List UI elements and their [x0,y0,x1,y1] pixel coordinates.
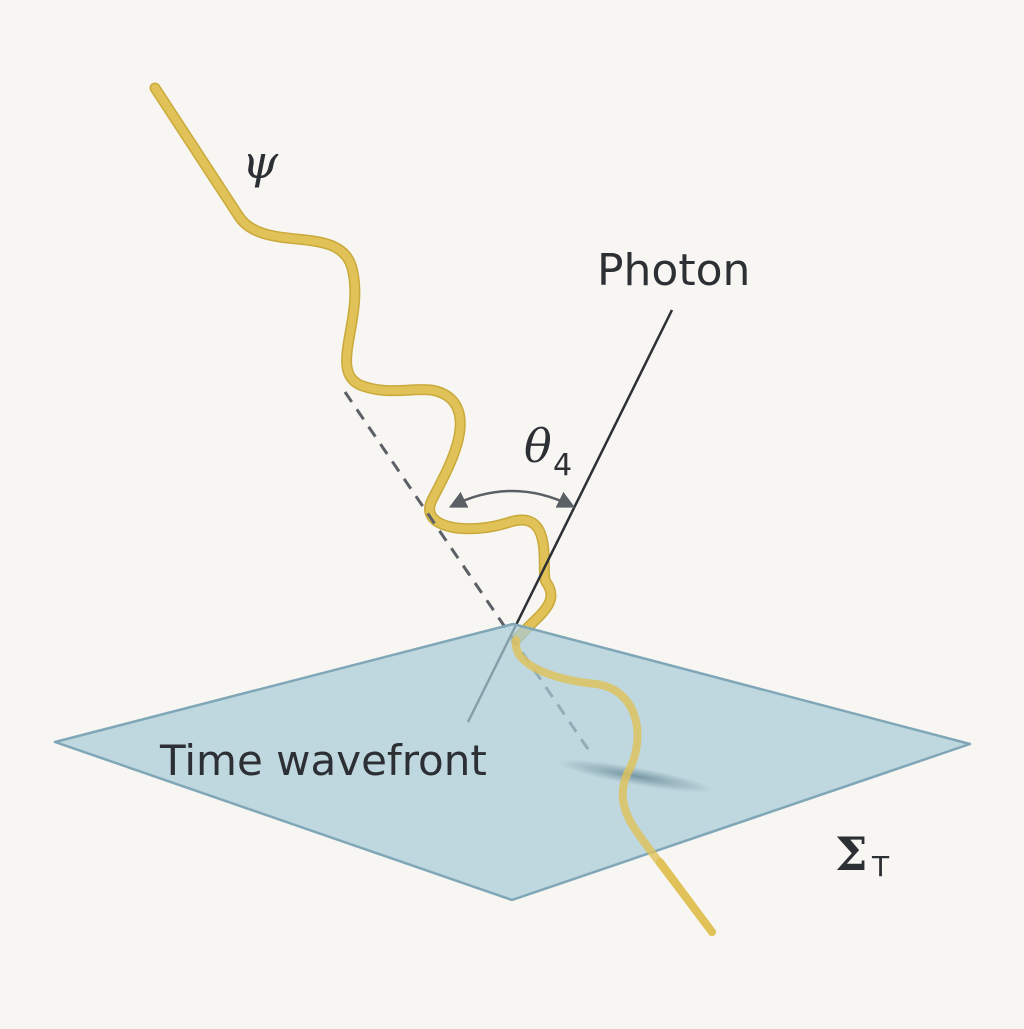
time-wavefront-plane [53,622,972,902]
wave-lower [511,636,716,936]
theta-symbol: θ [524,419,552,473]
time-wavefront-label: Time wavefront [159,736,487,785]
sigma-symbol: Σ [835,827,868,881]
theta-angle-arc [448,489,576,508]
wave-upper [151,84,555,644]
theta-label: θ 4 [524,419,572,483]
sigma-subscript: T [871,850,890,883]
wave-upper-edge [149,82,557,646]
wave-tail [656,858,716,936]
theta-subscript: 4 [553,448,572,483]
sigma-label: Σ T [835,827,890,883]
photon-label: Photon [597,245,750,296]
psi-label: ψ [242,135,279,189]
plane-shadow [556,759,714,793]
